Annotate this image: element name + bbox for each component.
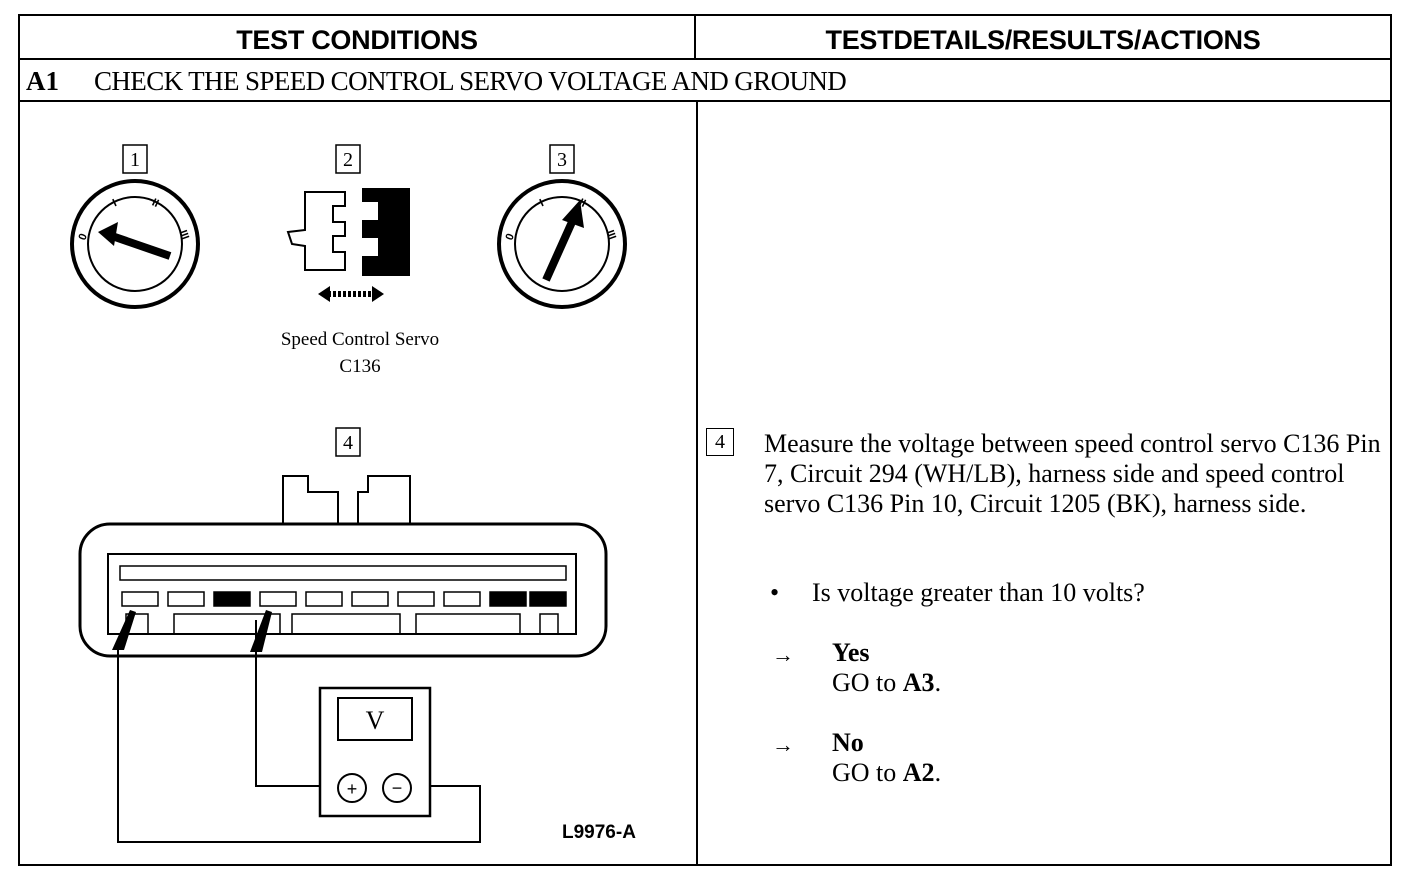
yes-goto-target: A3 [902, 668, 935, 697]
column-divider [696, 100, 698, 864]
yes-label: Yes [832, 638, 870, 667]
test-conditions-header: TEST CONDITIONS [20, 16, 696, 60]
callout-2: 2 [335, 144, 361, 174]
ignition-switch-run-icon: 0 I II III [497, 179, 627, 309]
step-divider [20, 100, 1390, 102]
svg-text:III: III [177, 229, 191, 242]
svg-text:I: I [538, 197, 546, 209]
question-bullet: • [770, 578, 780, 607]
diagnostic-table: TEST CONDITIONS TESTDETAILS/RESULTS/ACTI… [18, 14, 1392, 866]
caption-line-2: C136 [339, 356, 381, 377]
svg-text:V: V [366, 706, 385, 735]
c136-connector-face [78, 475, 608, 658]
header-divider [20, 58, 1390, 60]
connector-caption: Speed Control Servo C136 [230, 326, 490, 380]
figure-code: L9976-A [562, 822, 636, 843]
no-goto-target: A2 [902, 758, 935, 787]
ignition-switch-off-icon: 0 I II III [70, 179, 200, 309]
connector-disconnect-icon [286, 188, 410, 302]
svg-text:III: III [604, 229, 618, 242]
svg-text:I: I [111, 197, 119, 209]
no-goto: GO to A2. [832, 758, 942, 787]
svg-text:1: 1 [130, 149, 140, 171]
caption-line-1: Speed Control Servo [280, 329, 440, 350]
step-title-row: A1 CHECK THE SPEED CONTROL SERVO VOLTAGE… [20, 60, 1390, 100]
svg-text:+: + [347, 779, 358, 799]
test-details-header: TESTDETAILS/RESULTS/ACTIONS [825, 25, 1261, 55]
svg-text:−: − [392, 778, 403, 798]
question-text: Is voltage greater than 10 volts? [812, 578, 1145, 607]
svg-text:2: 2 [343, 149, 353, 171]
svg-text:0: 0 [76, 232, 89, 242]
svg-text:II: II [577, 197, 588, 210]
yes-arrow-icon: → [772, 642, 794, 667]
callout-4: 4 [335, 427, 361, 457]
svg-text:4: 4 [343, 432, 353, 454]
step-id: A1 [26, 66, 59, 96]
step-title: CHECK THE SPEED CONTROL SERVO VOLTAGE AN… [94, 66, 847, 96]
no-arrow-icon: → [772, 732, 794, 757]
no-label: No [832, 728, 864, 757]
detail-step-number: 4 [706, 428, 734, 456]
connector-pins [121, 591, 567, 607]
voltmeter-icon: V + − [112, 610, 481, 843]
callout-1: 1 [122, 144, 148, 174]
callout-3: 3 [549, 144, 575, 174]
yes-goto: GO to A3. [832, 668, 942, 697]
svg-text:3: 3 [557, 149, 567, 171]
svg-text:0: 0 [503, 232, 516, 242]
measurement-instruction: Measure the voltage between speed contro… [764, 429, 1381, 518]
svg-text:II: II [150, 197, 161, 210]
